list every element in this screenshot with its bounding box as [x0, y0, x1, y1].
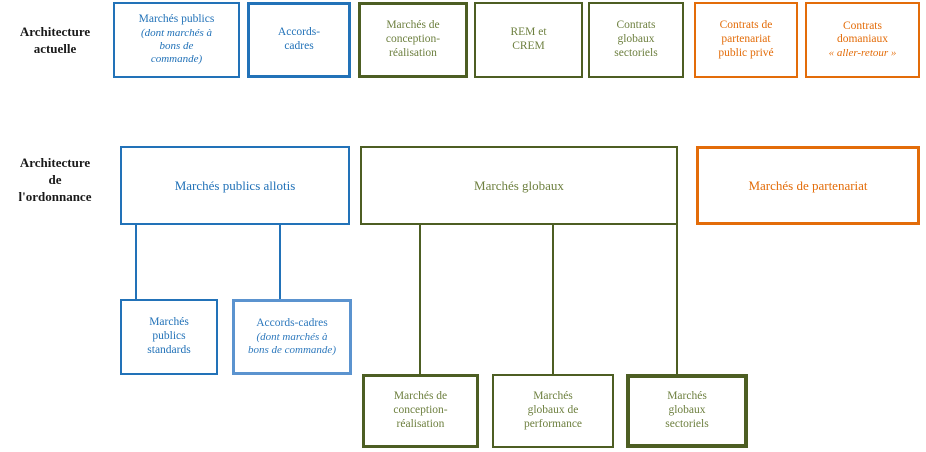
box-marches-publics-standards: Marchés publics standards — [120, 299, 218, 375]
box-accords-cadres-title: Accords- cadres — [277, 26, 321, 52]
box-conception-realisation-ordonnance-title: Marchés de conception- réalisation — [393, 390, 448, 430]
box-marches-publics-allotis-title: Marchés publics allotis — [174, 177, 296, 193]
box-partenariat-public-prive: Contrats de partenariat public privé — [694, 2, 798, 78]
box-marches-globaux: Marchés globaux — [360, 146, 678, 225]
box-accords-cadres: Accords- cadres — [247, 2, 351, 78]
box-marches-publics-standards-title: Marchés publics standards — [147, 316, 191, 356]
connector-allotis-accords-cadres — [279, 225, 281, 299]
box-marches-publics-title: Marchés publics — [138, 13, 215, 26]
box-conception-realisation: Marchés de conception- réalisation — [358, 2, 468, 78]
box-marches-globaux-title: Marchés globaux — [474, 177, 564, 193]
box-globaux-sectoriels-ordonnance: Marchés globaux sectoriels — [626, 374, 748, 448]
box-contrats-globaux-sectoriels-title: Contrats globaux sectoriels — [614, 19, 658, 59]
box-marches-de-partenariat-title: Marchés de partenariat — [748, 177, 868, 193]
box-accords-cadres-ordonnance-note: (dont marchés à bons de commande) — [248, 330, 336, 356]
connector-globaux-performance — [552, 225, 554, 374]
box-rem-crem: REM et CREM — [474, 2, 583, 78]
box-accords-cadres-ordonnance: Accords-cadres (dont marchés à bons de c… — [232, 299, 352, 375]
box-globaux-performance: Marchés globaux de performance — [492, 374, 614, 448]
connector-globaux-conception — [419, 225, 421, 374]
box-accords-cadres-ordonnance-title: Accords-cadres — [256, 316, 328, 329]
box-rem-crem-title: REM et CREM — [510, 26, 547, 52]
row-label-architecture-ordonnance: Architecture de l'ordonnance — [18, 155, 92, 204]
box-conception-realisation-title: Marchés de conception- réalisation — [385, 19, 441, 59]
box-partenariat-public-prive-title: Contrats de partenariat public privé — [718, 19, 774, 59]
connector-globaux-sectoriels — [676, 225, 678, 374]
box-globaux-sectoriels-ordonnance-title: Marchés globaux sectoriels — [665, 390, 709, 430]
box-marches-publics-allotis: Marchés publics allotis — [120, 146, 350, 225]
box-contrats-domaniaux-title: Contrats domaniaux — [836, 19, 889, 46]
box-contrats-globaux-sectoriels: Contrats globaux sectoriels — [588, 2, 684, 78]
box-marches-publics: Marchés publics (dont marchés à bons de … — [113, 2, 240, 78]
box-contrats-domaniaux: Contrats domaniaux « aller-retour » — [805, 2, 920, 78]
box-globaux-performance-title: Marchés globaux de performance — [523, 390, 583, 430]
box-conception-realisation-ordonnance: Marchés de conception- réalisation — [362, 374, 479, 448]
box-contrats-domaniaux-note: « aller-retour » — [828, 47, 897, 60]
box-marches-de-partenariat: Marchés de partenariat — [696, 146, 920, 225]
row-label-architecture-actuelle: Architecture actuelle — [19, 24, 91, 56]
box-marches-publics-note: (dont marchés à bons de commande) — [140, 27, 213, 66]
connector-allotis-standards — [135, 225, 137, 299]
